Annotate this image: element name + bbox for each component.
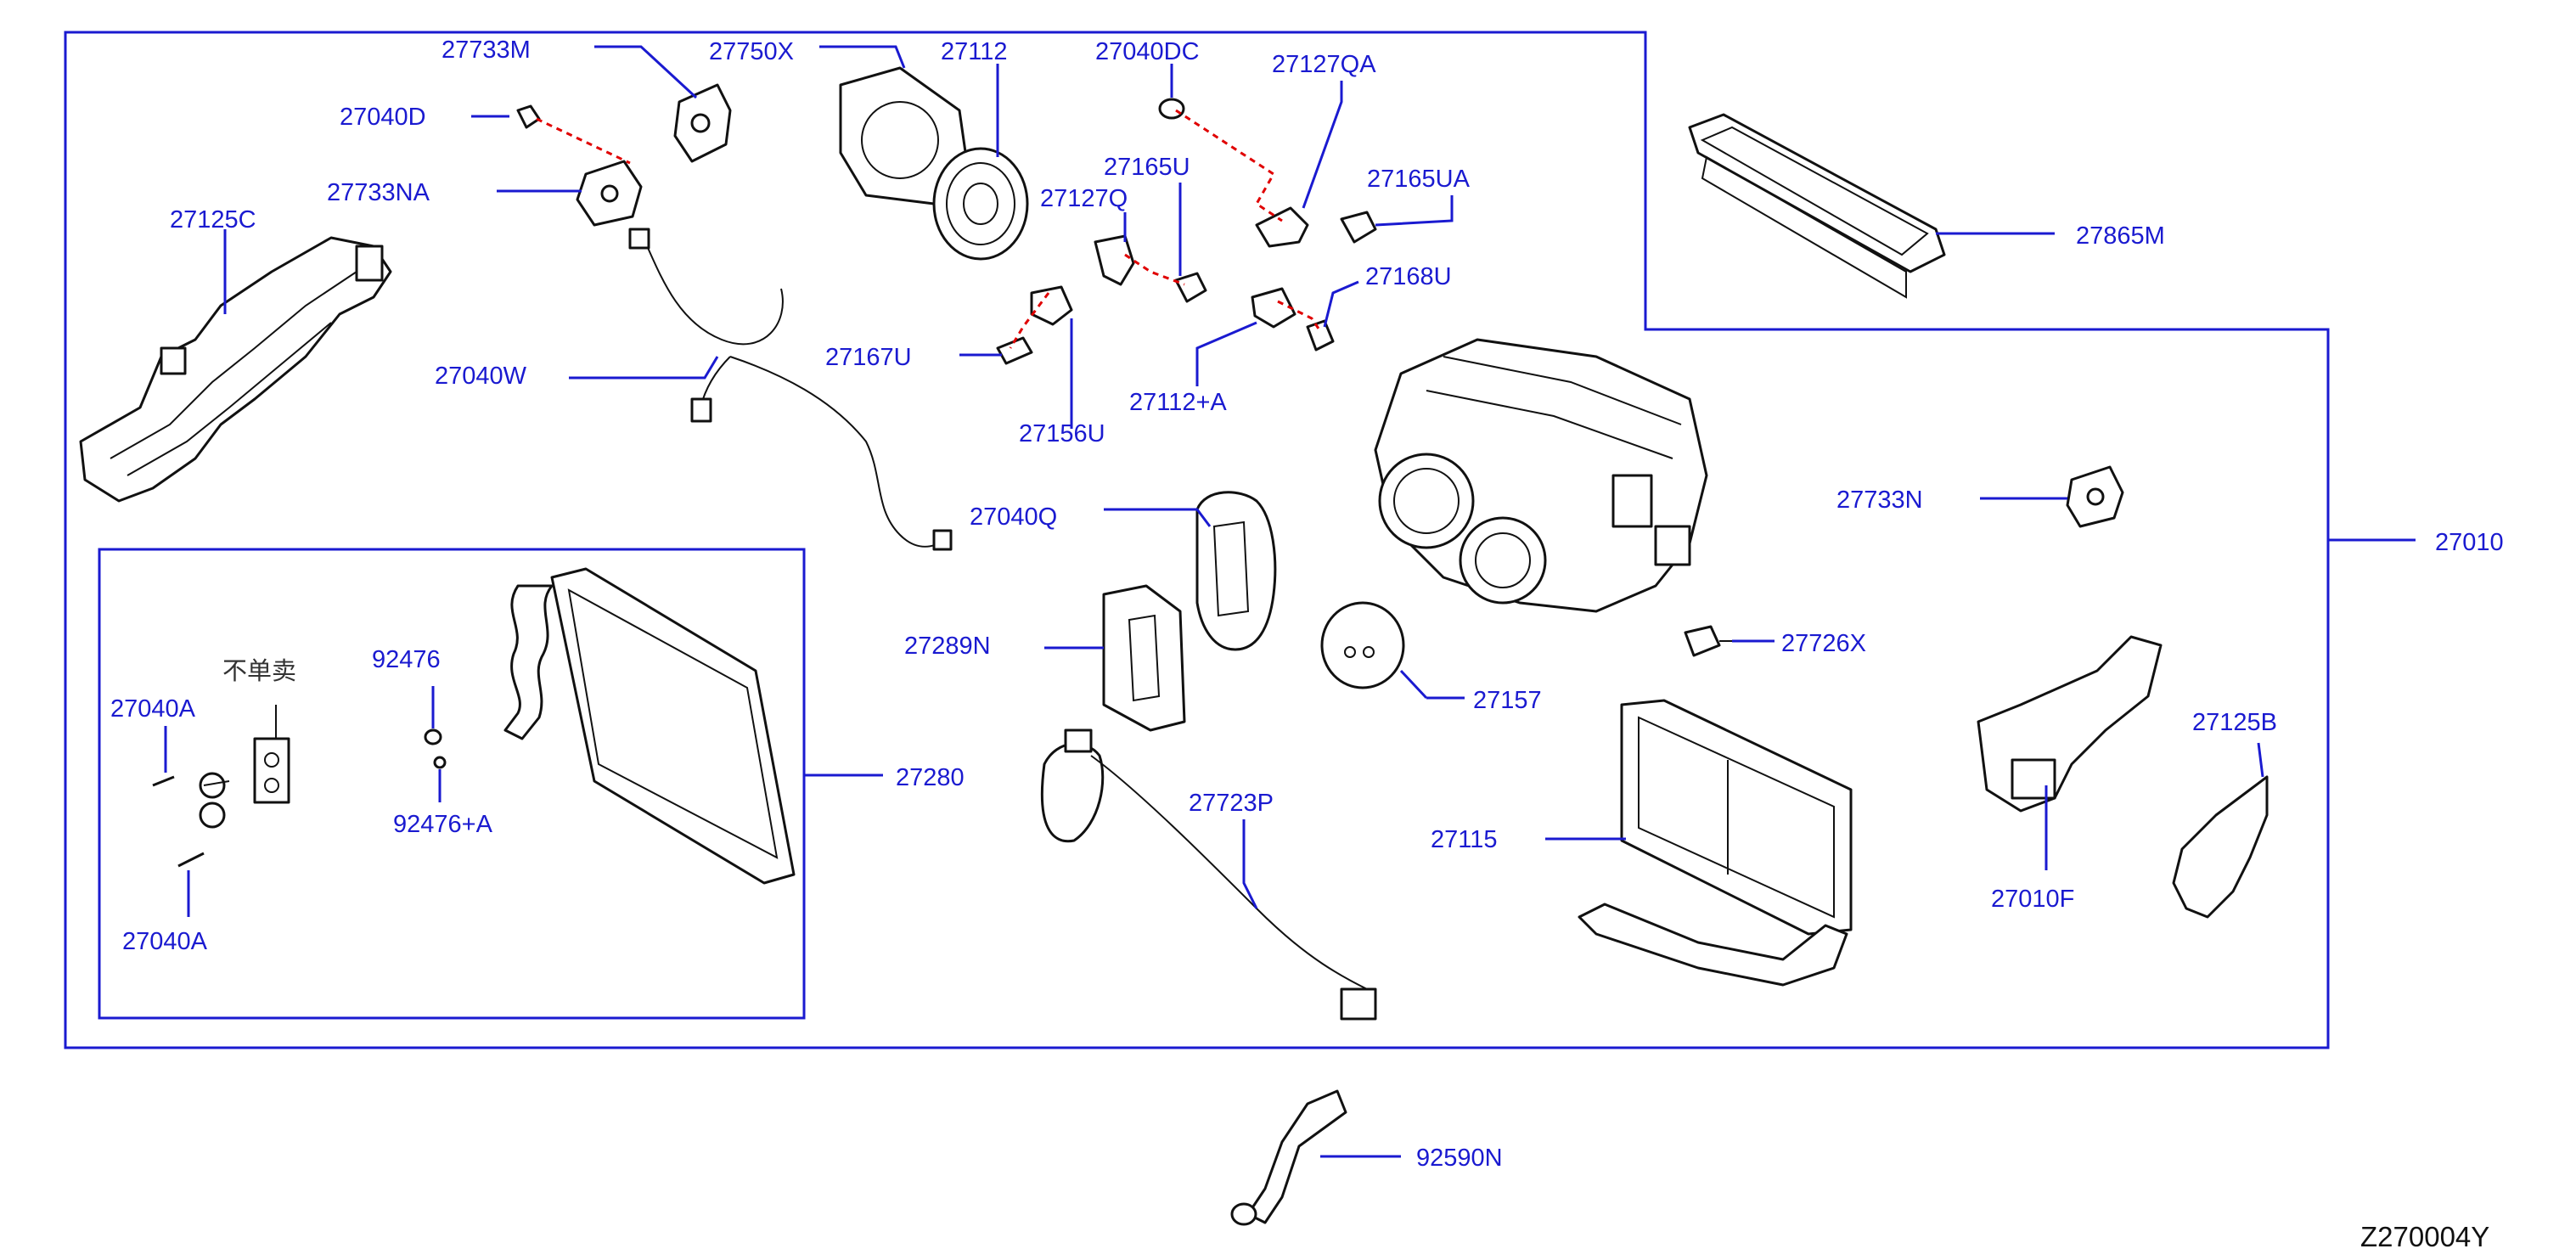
callout-92476[interactable]: 92476 xyxy=(372,646,441,673)
callout-27112a[interactable]: 27112+A xyxy=(1129,389,1227,416)
part-27040a-bolt-bottom[interactable] xyxy=(177,852,205,868)
part-27726x-sensor[interactable] xyxy=(1684,625,1732,657)
callout-27010f[interactable]: 27010F xyxy=(1991,886,2074,913)
part-27168u-link[interactable] xyxy=(1306,319,1335,352)
part-27010-hvac-unit[interactable] xyxy=(1374,338,1708,613)
callout-27168u[interactable]: 27168U xyxy=(1365,263,1452,290)
callout-27040w[interactable]: 27040W xyxy=(435,363,527,390)
callout-27289n[interactable]: 27289N xyxy=(904,633,991,660)
part-27865m-filter[interactable] xyxy=(1688,113,1946,299)
callout-92476a[interactable]: 92476+A xyxy=(393,811,493,838)
callout-27010[interactable]: 27010 xyxy=(2435,529,2504,556)
diagram-code: Z270004Y xyxy=(2360,1221,2489,1252)
part-27010f-duct[interactable] xyxy=(1977,635,2163,813)
part-expansion-valve[interactable] xyxy=(253,705,290,804)
part-27165ua-link[interactable] xyxy=(1340,211,1377,244)
callout-27157[interactable]: 27157 xyxy=(1473,687,1542,714)
part-92476a-o-ring[interactable] xyxy=(433,756,447,769)
part-27165u-link[interactable] xyxy=(1174,272,1207,303)
callout-27040q[interactable]: 27040Q xyxy=(970,503,1057,531)
part-27733n-actuator[interactable] xyxy=(2066,465,2124,528)
part-27040w-harness[interactable] xyxy=(628,228,953,551)
part-27040a-bolt-top[interactable] xyxy=(152,772,230,829)
callout-27733n[interactable]: 27733N xyxy=(1836,487,1923,514)
leader-lines xyxy=(164,45,2264,1158)
part-27723p-harness[interactable] xyxy=(1040,728,1377,1021)
callout-27280[interactable]: 27280 xyxy=(896,764,965,791)
callout-27040a-bottom[interactable]: 27040A xyxy=(122,928,208,955)
main-assembly-frame xyxy=(64,31,2330,1049)
callout-27040a-top[interactable]: 27040A xyxy=(110,695,196,723)
part-27040d-screw[interactable] xyxy=(516,104,541,129)
part-27127q-lever[interactable] xyxy=(1094,234,1135,286)
callout-27040dc[interactable]: 27040DC xyxy=(1095,38,1200,65)
part-27289n-seal[interactable] xyxy=(1102,584,1186,732)
callout-27165ua[interactable]: 27165UA xyxy=(1367,166,1471,193)
callout-27865m[interactable]: 27865M xyxy=(2076,222,2165,250)
callout-27127qa[interactable]: 27127QA xyxy=(1272,51,1376,78)
callout-27125c[interactable]: 27125C xyxy=(170,206,256,233)
part-27112a-lever[interactable] xyxy=(1251,287,1296,329)
part-92590n-pipe[interactable] xyxy=(1230,1089,1347,1226)
callout-92590n[interactable]: 92590N xyxy=(1416,1145,1503,1172)
callout-27733m[interactable]: 27733M xyxy=(442,37,531,64)
callout-27726x[interactable]: 27726X xyxy=(1781,630,1866,657)
callout-27165u[interactable]: 27165U xyxy=(1104,154,1190,181)
callout-27040d[interactable]: 27040D xyxy=(340,104,426,131)
part-27733m-actuator[interactable] xyxy=(673,83,732,163)
part-27112-blower-wheel[interactable] xyxy=(932,147,1029,261)
callout-27115[interactable]: 27115 xyxy=(1431,826,1498,853)
part-27040dc-grommet[interactable] xyxy=(1158,98,1185,120)
callout-27733na[interactable]: 27733NA xyxy=(327,179,430,206)
part-27125c-duct[interactable] xyxy=(79,236,392,503)
part-27157-motor[interactable] xyxy=(1320,601,1405,689)
not-sold-separately-note: 不单卖 xyxy=(222,656,296,685)
part-27127qa-lever[interactable] xyxy=(1255,206,1309,248)
part-27125b-duct[interactable] xyxy=(2172,775,2269,919)
part-27156u-lever[interactable] xyxy=(1030,285,1073,326)
part-27040q-seal[interactable] xyxy=(1195,491,1277,651)
callout-27127q[interactable]: 27127Q xyxy=(1040,185,1128,212)
callout-27125b[interactable]: 27125B xyxy=(2192,709,2277,736)
callout-27750x[interactable]: 27750X xyxy=(709,38,794,65)
evaporator-subframe xyxy=(98,548,806,1020)
part-27733na-actuator[interactable] xyxy=(576,160,643,227)
part-92476-o-ring[interactable] xyxy=(424,728,442,745)
callout-27723p[interactable]: 27723P xyxy=(1189,790,1274,817)
callout-27167u[interactable]: 27167U xyxy=(825,344,912,371)
callout-27156u[interactable]: 27156U xyxy=(1019,420,1105,447)
part-27115-heater-core[interactable] xyxy=(1578,699,1853,987)
dashed-link-lines xyxy=(536,109,1322,349)
callout-27112[interactable]: 27112 xyxy=(941,38,1008,65)
part-27280-evaporator[interactable] xyxy=(503,567,796,885)
